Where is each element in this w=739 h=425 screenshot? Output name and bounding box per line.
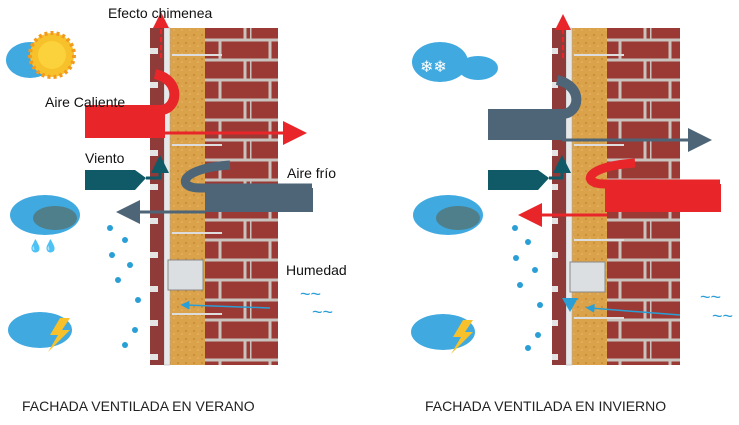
svg-text:💧💧: 💧💧 [28,239,58,253]
summer-facade: ~~ ~~ 💧💧 Efecto chimenea Aire Caliente V… [6,5,347,414]
svg-text:❄❄: ❄❄ [420,59,447,76]
snow-cloud-icon: ❄❄ [412,42,498,82]
caption-winter: FACHADA VENTILADA EN INVIERNO [425,398,666,414]
raindrops [107,225,141,348]
insulation-layer [572,28,607,365]
storm-cloud-icon [8,312,72,352]
hot-air-bar [605,184,721,212]
humidity-arrow [585,303,681,316]
humidity-arrow [180,300,271,310]
label-humidity: Humedad [286,262,347,278]
sun-cloud-icon [6,31,76,79]
caption-summer: FACHADA VENTILADA EN VERANO [22,398,255,414]
wind-arrow [85,170,146,190]
hot-air-bar [85,110,165,138]
storm-cloud-icon [411,314,475,354]
bracket [167,259,204,291]
label-chimney-effect: Efecto chimenea [108,5,212,21]
cold-air-bar [488,114,566,140]
rain-cloud-icon [413,195,483,235]
wind-arrow [488,170,549,190]
cold-air-curl [488,75,582,119]
label-cold-air: Aire frío [287,165,336,181]
rain-cloud-icon: 💧💧 [10,195,80,253]
raindrops [512,225,543,351]
winter-facade: ~~ ~~ ❄❄ FACHADA VENTILADA EN INVIERNO [411,14,733,414]
anchors [172,54,222,315]
bracket [569,261,606,293]
svg-text:~~: ~~ [312,302,333,322]
humidity-waves: ~~ [700,287,721,307]
humidity-waves: ~~ [300,284,321,304]
label-wind: Viento [85,150,125,166]
hot-air-curl [585,158,720,189]
anchors [574,54,624,319]
water-drip-icon [562,298,578,312]
label-hot-air: Aire Caliente [45,94,125,110]
svg-text:~~: ~~ [712,306,733,326]
hot-air-curl [85,69,180,115]
cold-air-curl [180,160,312,193]
cold-air-bar [205,188,313,212]
